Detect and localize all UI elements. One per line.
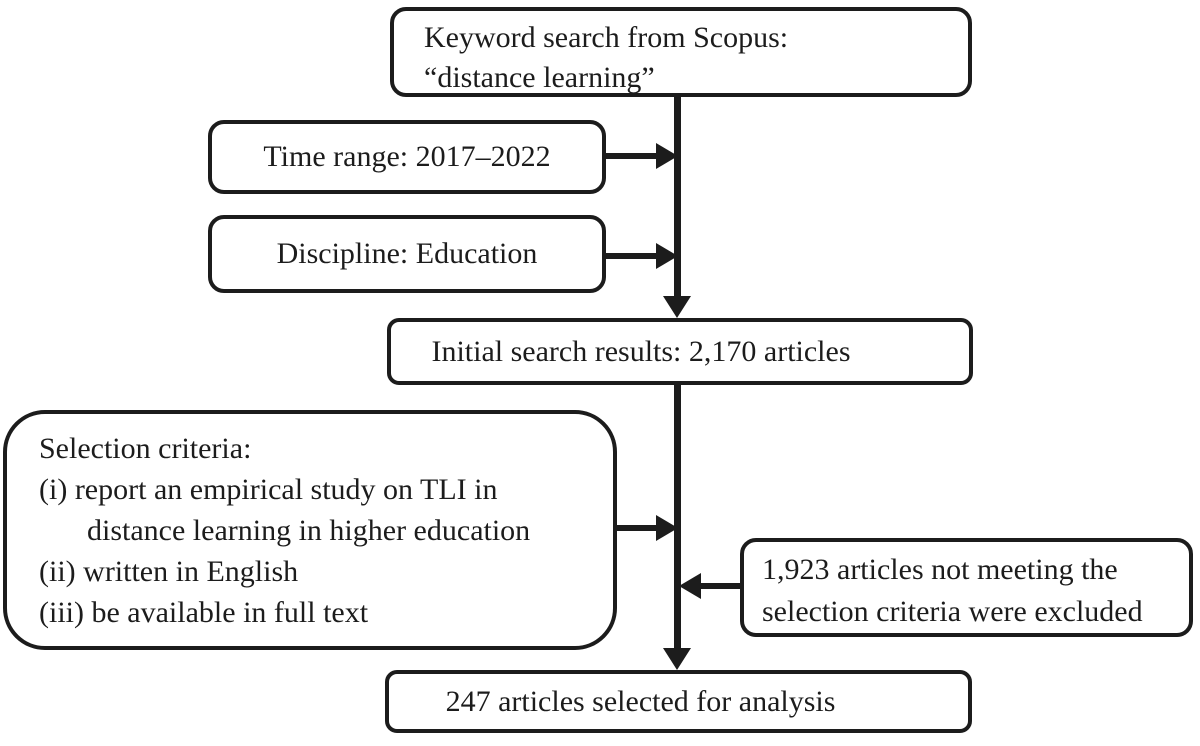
discipline-connector-line <box>602 253 658 259</box>
selection-criterion-3: (iii) be available in full text <box>39 596 369 629</box>
excluded-articles-box: 1,923 articles not meeting the selection… <box>740 538 1193 637</box>
selection-criterion-2: (ii) written in English <box>39 555 299 588</box>
flow-spine-upper-line <box>674 95 681 298</box>
selection-criteria-title: Selection criteria: <box>39 432 252 465</box>
time-range-box: Time range: 2017–2022 <box>208 120 606 194</box>
keyword-search-line1: Keyword search from Scopus: <box>424 21 789 54</box>
arrow-right-icon <box>656 515 678 541</box>
keyword-search-line2: “distance learning” <box>424 61 655 94</box>
selection-criterion-1-continued: distance learning in higher education <box>87 514 531 547</box>
final-selection-box: 247 articles selected for analysis <box>385 670 972 733</box>
time-range-connector-line <box>602 153 658 159</box>
initial-results-label: Initial search results: 2,170 articles <box>431 334 851 368</box>
time-range-label: Time range: 2017–2022 <box>263 140 551 173</box>
arrow-right-icon <box>656 243 678 269</box>
discipline-label: Discipline: Education <box>276 237 538 270</box>
discipline-box: Discipline: Education <box>208 215 606 293</box>
selection-criteria-connector-line <box>612 525 658 531</box>
keyword-search-box: Keyword search from Scopus: “distance le… <box>390 7 972 97</box>
arrow-down-icon <box>663 648 691 670</box>
initial-results-box: Initial search results: 2,170 articles <box>387 318 973 385</box>
excluded-connector-line <box>700 583 742 589</box>
excluded-articles-line1: 1,923 articles not meeting the <box>762 553 1118 586</box>
arrow-right-icon <box>656 143 678 169</box>
selection-criterion-1: (i) report an empirical study on TLI in <box>39 473 498 506</box>
excluded-articles-line2: selection criteria were excluded <box>762 595 1143 628</box>
final-selection-label: 247 articles selected for analysis <box>445 684 836 718</box>
arrow-down-icon <box>663 296 691 318</box>
selection-criteria-box: Selection criteria: (i) report an empiri… <box>3 410 617 650</box>
arrow-left-icon <box>679 573 701 599</box>
